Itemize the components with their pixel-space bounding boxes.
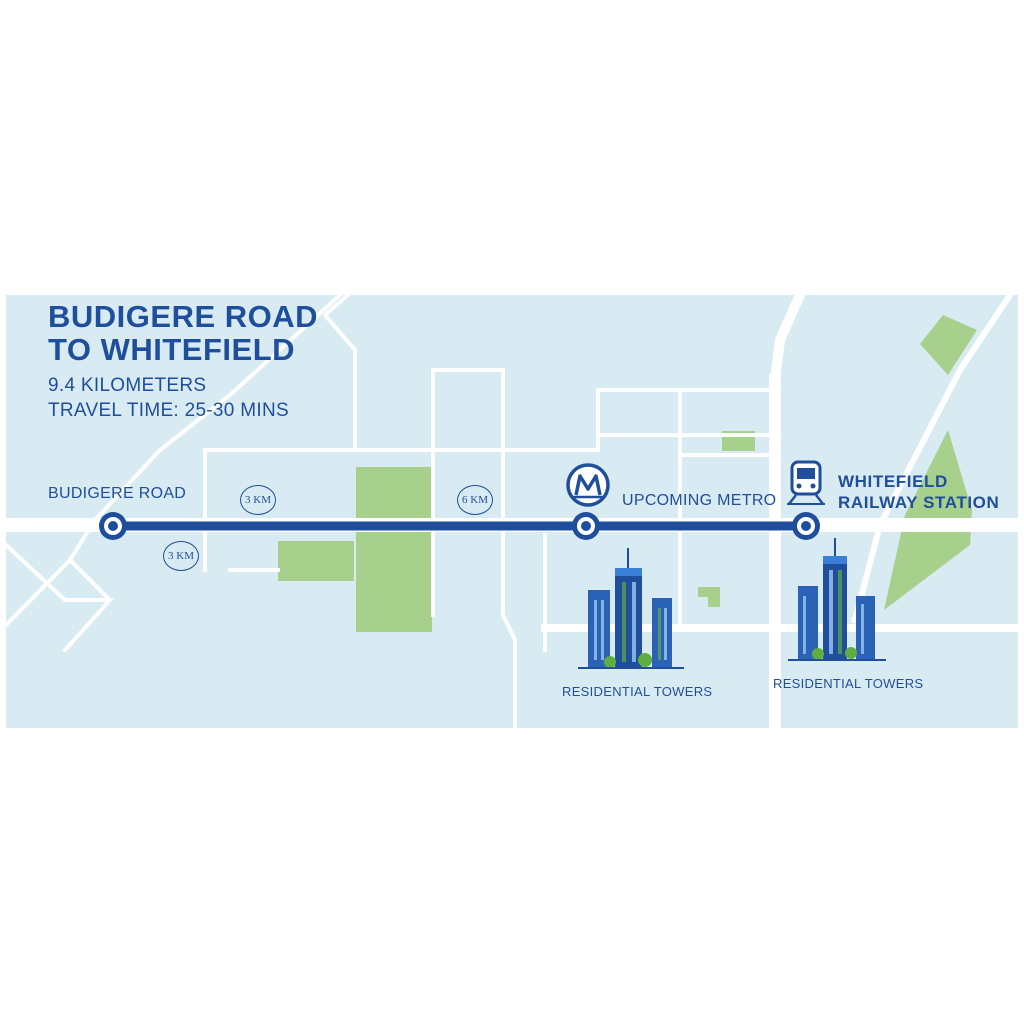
end-stop-label: WHITEFIELD RAILWAY STATION (838, 471, 999, 513)
park (698, 587, 720, 607)
park (278, 541, 354, 581)
route-travel-time: TRAVEL TIME: 25-30 MINS (48, 400, 289, 421)
distance-marker: 6 KM (457, 485, 493, 515)
stop-marker-start[interactable] (99, 512, 127, 540)
route-title-line-2: TO WHITEFIELD (48, 332, 296, 367)
route-distance: 9.4 KILOMETERS (48, 375, 207, 396)
landmark-label: RESIDENTIAL TOWERS (562, 684, 713, 699)
distance-marker: 3 KM (163, 541, 199, 571)
stop-marker-metro[interactable] (572, 512, 600, 540)
route-title-block: BUDIGERE ROAD TO WHITEFIELD 9.4 KILOMETE… (48, 300, 318, 423)
distance-marker: 3 KM (240, 485, 276, 515)
stop-marker-end[interactable] (792, 512, 820, 540)
metro-m-icon (566, 463, 610, 507)
end-stop-label-line-1: WHITEFIELD (838, 472, 948, 491)
start-stop-label: BUDIGERE ROAD (48, 485, 187, 502)
park (920, 315, 977, 375)
route-title-line-1: BUDIGERE ROAD (48, 299, 319, 334)
train-icon (787, 460, 825, 505)
residential-tower-group-icon (578, 548, 684, 669)
landmark-label: RESIDENTIAL TOWERS (773, 676, 924, 691)
end-stop-label-line-2: RAILWAY STATION (838, 493, 1000, 512)
residential-tower-group-icon (788, 538, 886, 661)
park (356, 467, 432, 632)
metro-stop-label: UPCOMING METRO (622, 492, 777, 509)
